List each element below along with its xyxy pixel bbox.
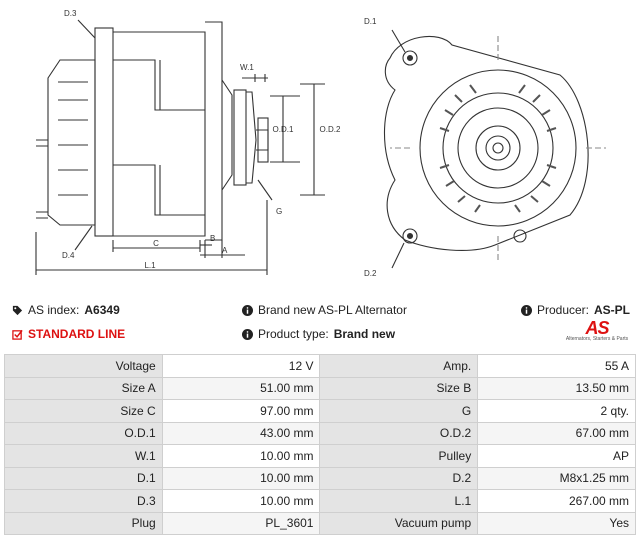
as-index-value: A6349 <box>84 303 120 317</box>
spec-label: O.D.2 <box>319 421 479 445</box>
spec-value: 13.50 mm <box>477 376 636 400</box>
spec-label: O.D.1 <box>4 421 163 445</box>
as-index: AS index: A6349 <box>12 303 120 317</box>
alternator-drawing: D.3 W.1 O.D.1 O.D.2 G D.4 C B A L.1 <box>35 9 606 278</box>
label-od2: O.D.2 <box>320 125 341 134</box>
label-d4: D.4 <box>62 251 75 260</box>
product-info: AS index: A6349 Brand new AS-PL Alternat… <box>0 296 640 348</box>
spec-value: 97.00 mm <box>161 399 321 423</box>
spec-value: 10.00 mm <box>161 466 321 490</box>
spec-label: Size B <box>319 376 479 400</box>
spec-label: G <box>319 399 479 423</box>
label-od1: O.D.1 <box>273 125 294 134</box>
label-d1: D.1 <box>364 17 377 26</box>
producer: Producer: AS-PL <box>520 303 630 317</box>
info-row-2: STANDARD LINE Product type: Brand new AS… <box>12 319 630 344</box>
spec-label: D.2 <box>319 466 479 490</box>
checkbox-icon <box>12 329 23 340</box>
spec-label: Pulley <box>319 444 479 468</box>
spec-value: 10.00 mm <box>161 489 321 513</box>
tag-icon <box>12 305 23 315</box>
logo-subtitle: Alternators, Starters & Parts <box>565 336 629 342</box>
side-view <box>35 19 325 275</box>
label-a: A <box>222 246 228 255</box>
producer-label: Producer: <box>536 303 589 317</box>
spec-value: AP <box>477 444 636 468</box>
product-description: Brand new AS-PL Alternator <box>242 303 407 317</box>
brand-logo: AS Alternators, Starters & Parts <box>564 318 630 346</box>
product-type: Product type: Brand new <box>242 327 395 341</box>
spec-value: 12 V <box>161 354 321 378</box>
label-d2: D.2 <box>364 269 377 278</box>
logo-mark: AS <box>585 318 609 338</box>
label-d3: D.3 <box>64 9 77 18</box>
spec-label: Size A <box>4 376 163 400</box>
label-b: B <box>210 234 215 243</box>
label-c: C <box>153 239 159 248</box>
spec-value: 43.00 mm <box>161 421 321 445</box>
spec-label: Vacuum pump <box>319 511 479 535</box>
spec-value: 67.00 mm <box>477 421 636 445</box>
spec-value: PL_3601 <box>161 511 321 535</box>
spec-value: 55 A <box>477 354 636 378</box>
product-type-value: Brand new <box>333 327 396 341</box>
spec-label: Voltage <box>4 354 163 378</box>
front-view <box>383 29 606 269</box>
spec-label: Amp. <box>319 354 479 378</box>
spec-label: D.1 <box>4 466 163 490</box>
spec-label: D.3 <box>4 489 163 513</box>
label-l1: L.1 <box>144 261 156 270</box>
spec-label: L.1 <box>319 489 479 513</box>
standard-line: STANDARD LINE <box>12 327 125 341</box>
spec-label: Size C <box>4 399 163 423</box>
info-icon <box>242 304 253 316</box>
spec-value: 10.00 mm <box>161 444 321 468</box>
label-g: G <box>276 207 282 216</box>
spec-label: Plug <box>4 511 163 535</box>
spec-label: W.1 <box>4 444 163 468</box>
info-icon <box>242 328 253 340</box>
spec-value: 267.00 mm <box>477 489 636 513</box>
spec-value: M8x1.25 mm <box>477 466 636 490</box>
spec-value: 2 qty. <box>477 399 636 423</box>
info-row-1: AS index: A6349 Brand new AS-PL Alternat… <box>12 300 630 320</box>
description-text: Brand new AS-PL Alternator <box>258 303 407 317</box>
side-labels: D.3 W.1 O.D.1 O.D.2 G D.4 C B A L.1 <box>62 9 341 270</box>
standard-line-label: STANDARD LINE <box>28 327 126 341</box>
label-w1: W.1 <box>240 63 254 72</box>
spec-value: Yes <box>477 511 636 535</box>
as-index-label: AS index: <box>28 303 80 317</box>
producer-value: AS-PL <box>594 303 630 317</box>
info-icon <box>520 304 532 316</box>
spec-value: 51.00 mm <box>161 376 321 400</box>
product-type-label: Product type: <box>258 327 329 341</box>
